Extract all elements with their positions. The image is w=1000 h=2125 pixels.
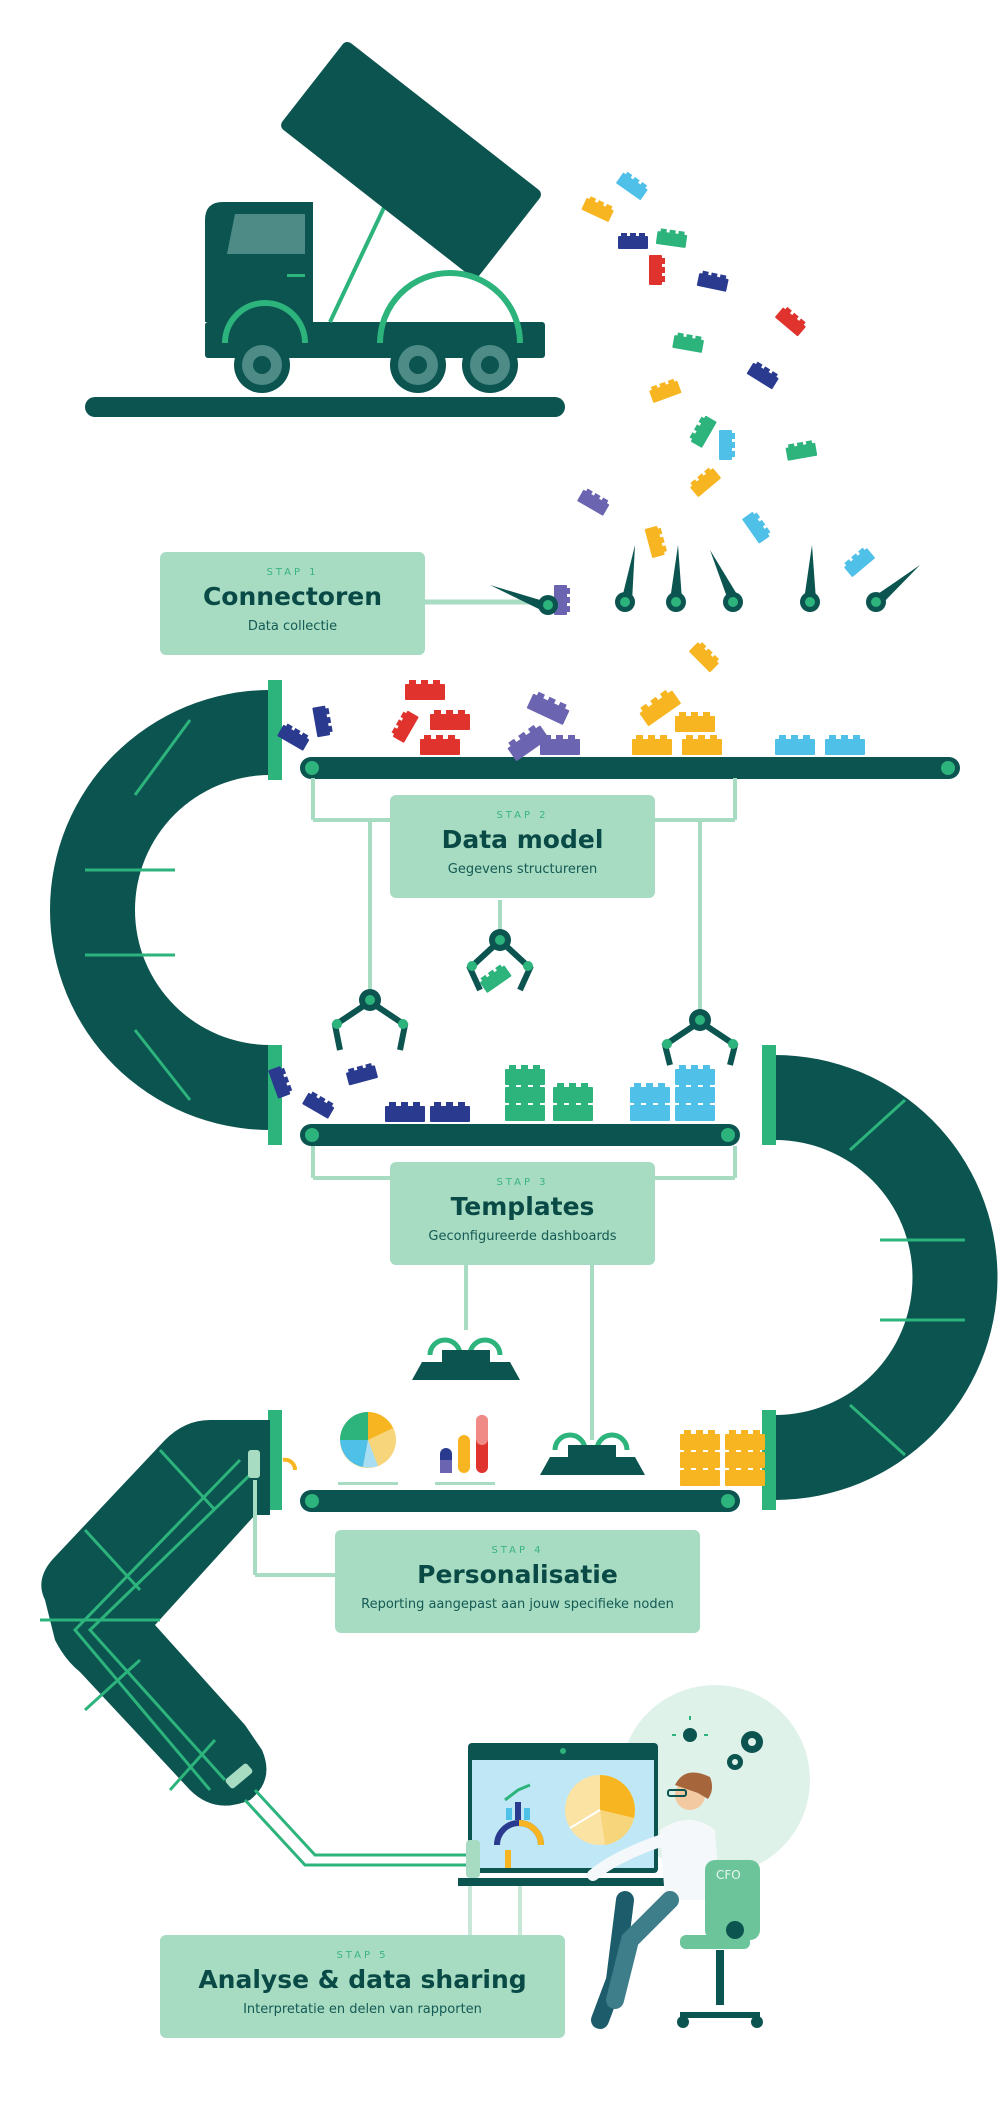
- dump-truck: [85, 41, 565, 417]
- step-4-label: STAP 4: [491, 1545, 544, 1556]
- step-5-title: Analyse & data sharing: [198, 1965, 527, 1994]
- chair-cfo-label: CFO: [716, 1868, 741, 1882]
- pipe-lower-left: [40, 1420, 470, 1867]
- step-2-subtitle: Gegevens structureren: [447, 862, 598, 877]
- step-2-title: Data model: [441, 825, 604, 854]
- connector-pins: [425, 545, 920, 615]
- chair-back: [705, 1860, 760, 1940]
- pipe-right: [762, 1045, 998, 1510]
- conveyor-2: [267, 1062, 740, 1180]
- conveyor-3: [268, 1410, 765, 1512]
- step-1-subtitle: Data collectie: [247, 619, 338, 634]
- lightbulb-icon: [672, 1716, 708, 1742]
- robot-claws: [331, 900, 739, 1066]
- step-4-subtitle: Reporting aangepast aan jouw specifieke …: [361, 1597, 674, 1612]
- step-3-title: Templates: [450, 1192, 595, 1221]
- step-1-box: STAP 1 Connectoren Data collectie: [160, 552, 425, 655]
- step-4-title: Personalisatie: [417, 1560, 618, 1589]
- pipe-left-upper: [49, 680, 282, 1145]
- step-5-box: STAP 5 Analyse & data sharing Interpreta…: [160, 1935, 565, 2038]
- step-4-box: STAP 4 Personalisatie Reporting aangepas…: [335, 1530, 700, 1633]
- step-2-box: STAP 2 Data model Gegevens structureren: [390, 795, 655, 898]
- step-1-label: STAP 1: [266, 567, 319, 578]
- falling-bricks: [554, 170, 876, 673]
- step-2-label: STAP 2: [496, 810, 549, 821]
- road: [85, 397, 565, 417]
- step-3-label: STAP 3: [496, 1177, 549, 1188]
- pie-chart-icon: [338, 1412, 398, 1485]
- truck-chassis: [205, 322, 545, 358]
- analyst-desk: [458, 1685, 810, 2029]
- step-3-box: STAP 3 Templates Geconfigureerde dashboa…: [390, 1162, 655, 1265]
- truck-window: [227, 214, 305, 254]
- monitor-pie-chart: [565, 1775, 635, 1845]
- bar-chart-icon: [435, 1415, 495, 1485]
- step-5-label: STAP 5: [336, 1950, 389, 1961]
- dump-bed: [281, 41, 541, 278]
- truck-wheels: [222, 270, 523, 393]
- step-3-subtitle: Geconfigureerde dashboards: [428, 1229, 617, 1244]
- stamp-presses: [412, 1262, 645, 1475]
- step-5-subtitle: Interpretatie en delen van rapporten: [243, 2002, 482, 2017]
- step-1-title: Connectoren: [202, 582, 383, 611]
- gear-icon: [727, 1731, 763, 1770]
